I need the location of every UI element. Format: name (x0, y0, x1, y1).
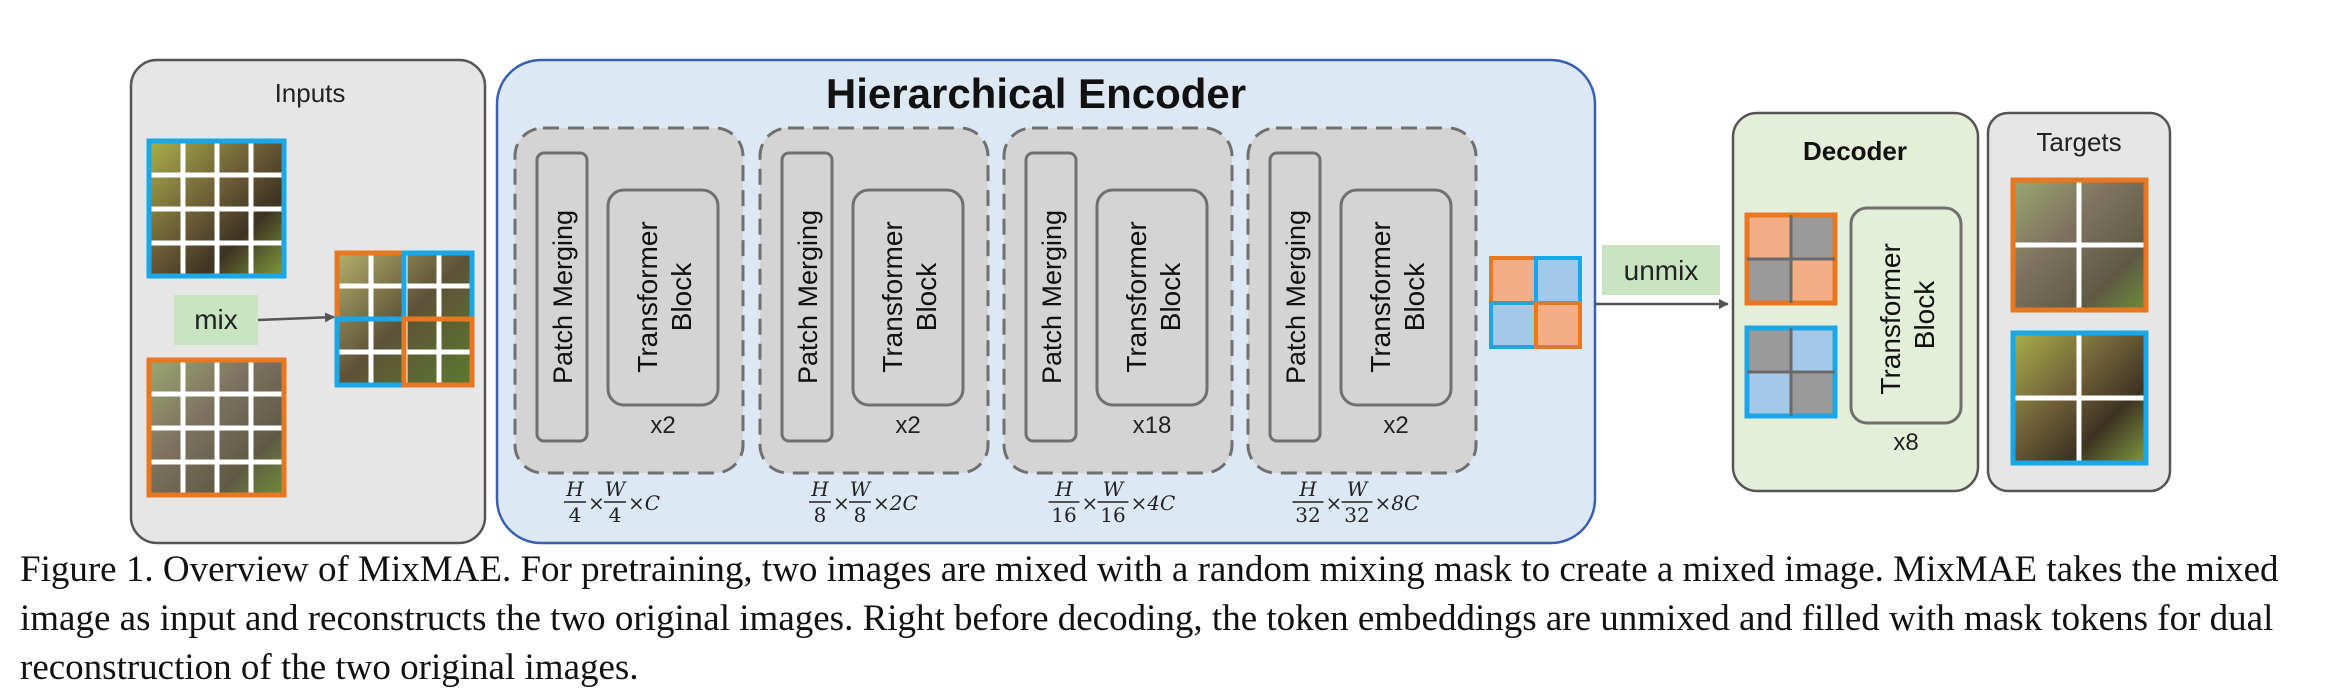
transformer-label-line1: Transformer (1365, 221, 1396, 372)
decoder-block-line1: Transformer (1875, 243, 1906, 394)
dim-w-num: W (850, 477, 872, 501)
patch-merging-label: Patch Merging (548, 210, 578, 384)
mix-arrow (257, 312, 335, 323)
transformer-label-line1: Transformer (632, 221, 663, 372)
mixmae-diagram: Inputs (129, 58, 2172, 545)
patch-merging-label: Patch Merging (1281, 210, 1311, 384)
dim-h-den: 32 (1295, 503, 1320, 527)
dim-h-den: 8 (814, 503, 827, 527)
patch-merging-block: Patch Merging (535, 151, 589, 443)
dim-times: × (588, 491, 605, 515)
decoder-block-line2: Block (1909, 280, 1940, 349)
patch-merging-label: Patch Merging (793, 210, 823, 384)
dim-h-num: H (1054, 477, 1073, 501)
dim-w-den: 16 (1100, 503, 1125, 527)
dim-w-den: 32 (1344, 503, 1369, 527)
dim-h-num: H (810, 477, 829, 501)
transformer-label-line2: Block (911, 262, 942, 331)
decoder-title: Decoder (1803, 136, 1907, 166)
dim-w-num: W (1103, 477, 1125, 501)
target-dog-image (2010, 330, 2149, 466)
transformer-label-line2: Block (1155, 262, 1186, 331)
inputs-title: Inputs (275, 78, 346, 108)
dim-channels: ×2C (873, 491, 918, 515)
decoder-repeat: x8 (1893, 429, 1918, 456)
targets-panel: Targets (1986, 111, 2172, 493)
dim-h-den: 4 (569, 503, 582, 527)
dim-channels: ×4C (1131, 491, 1176, 515)
figure-caption: Figure 1. Overview of MixMAE. For pretra… (20, 549, 2279, 688)
targets-title: Targets (2036, 127, 2121, 157)
dim-channels: ×C (628, 491, 660, 515)
patch-merging-label: Patch Merging (1037, 210, 1067, 384)
dim-times: × (1082, 491, 1099, 515)
stage-dimension: H16×W16×4C (1048, 477, 1176, 527)
transformer-label-line1: Transformer (1121, 221, 1152, 372)
patch-merging-block: Patch Merging (1024, 151, 1078, 443)
dim-w-den: 4 (609, 503, 622, 527)
stage-repeat: x2 (650, 412, 675, 439)
stage-repeat: x2 (895, 412, 920, 439)
mix-text: mix (194, 304, 238, 335)
stage-repeat: x2 (1383, 412, 1408, 439)
dim-h-num: H (565, 477, 584, 501)
decoder-transformer-block: Transformer Block (1849, 206, 1963, 425)
dim-channels: ×8C (1375, 491, 1420, 515)
inputs-panel: Inputs (129, 58, 487, 545)
dim-w-num: W (1347, 477, 1369, 501)
dim-w-num: W (605, 477, 627, 501)
transformer-label-line1: Transformer (877, 221, 908, 372)
unmix-label: unmix (1602, 245, 1720, 295)
svg-text:Transformer Block: Transformer Block (1875, 235, 1940, 394)
target-cat-image (2010, 177, 2149, 313)
stage-dimension: H4×W4×C (564, 477, 660, 527)
decoder-tokens-blue (1744, 325, 1838, 419)
stage-repeat: x18 (1133, 412, 1172, 439)
dim-h-den: 16 (1051, 503, 1076, 527)
stage-dimension: H32×W32×8C (1292, 477, 1420, 527)
input-cat-image (146, 357, 287, 498)
stage-dimension: H8×W8×2C (809, 477, 918, 527)
mixed-image (334, 250, 475, 388)
unmix-text: unmix (1624, 255, 1699, 286)
decoder-panel: Decoder Transformer Block x8 (1731, 111, 1980, 493)
dim-times: × (833, 491, 850, 515)
transformer-label-line2: Block (1399, 262, 1430, 331)
encoder-title: Hierarchical Encoder (826, 70, 1246, 117)
dim-w-den: 8 (854, 503, 867, 527)
patch-merging-block: Patch Merging (1268, 151, 1322, 443)
dim-h-num: H (1298, 477, 1317, 501)
encoder-output-tokens (1489, 256, 1582, 349)
transformer-label-line2: Block (666, 262, 697, 331)
patch-merging-block: Patch Merging (780, 151, 834, 443)
mix-label: mix (174, 295, 258, 345)
input-dog-image (146, 138, 287, 279)
dim-times: × (1326, 491, 1343, 515)
decoder-tokens-orange (1744, 212, 1838, 306)
